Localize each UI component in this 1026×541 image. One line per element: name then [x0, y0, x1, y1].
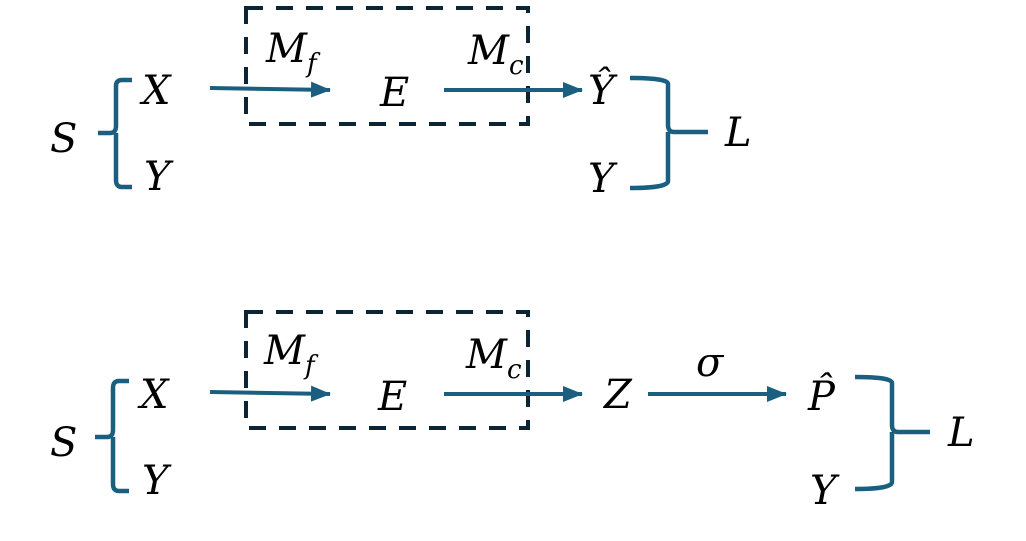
- logits-z: Z: [602, 372, 633, 418]
- input-x: X: [137, 372, 170, 418]
- diagram-bottom: S X Y Mf E Mc Z σ P̂ Y L: [50, 310, 975, 514]
- classifier-map-label: Mc: [465, 332, 522, 385]
- target-y-left: Y: [144, 154, 174, 200]
- feature-map-label: Mf: [265, 26, 321, 79]
- arrow-x-to-e: [209, 385, 331, 402]
- prediction-yhat: Ŷ: [588, 67, 618, 114]
- set-label-s: S: [50, 116, 77, 162]
- feature-map-label: Mf: [263, 328, 319, 381]
- input-x: X: [139, 68, 172, 114]
- arrow-x-to-e: [209, 81, 331, 98]
- left-brace: [95, 378, 129, 494]
- target-y-left: Y: [142, 458, 172, 504]
- target-y-right: Y: [588, 156, 618, 202]
- sigmoid-label: σ: [696, 340, 725, 386]
- embedding-e: E: [379, 70, 409, 116]
- diagram-top: S X Y Mf E Mc Ŷ Y L: [50, 6, 752, 202]
- left-brace: [98, 77, 132, 190]
- embedding-e: E: [377, 374, 407, 420]
- right-brace: [629, 75, 708, 191]
- right-brace: [854, 374, 930, 492]
- encoder-dashed-box: [244, 6, 530, 126]
- encoder-dashed-box: [244, 310, 530, 430]
- loss-l: L: [947, 410, 975, 456]
- prediction-phat: P̂: [807, 374, 836, 420]
- classifier-map-label: Mc: [467, 28, 524, 81]
- loss-l: L: [724, 110, 752, 156]
- target-y-right: Y: [810, 468, 840, 514]
- set-label-s: S: [50, 420, 77, 466]
